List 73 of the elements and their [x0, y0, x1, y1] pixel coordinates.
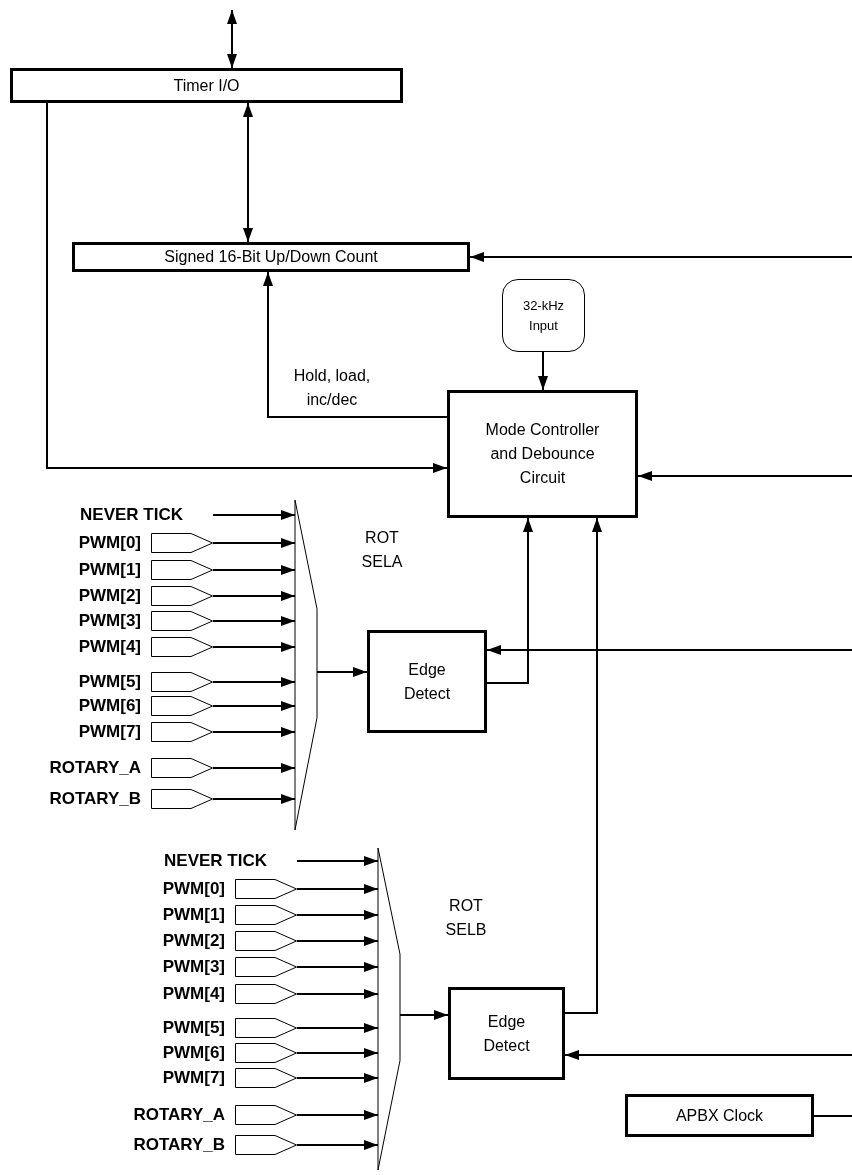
arrow	[637, 471, 852, 481]
arrow	[296, 1023, 379, 1033]
signal-label: PWM[6]	[162, 1042, 225, 1065]
box-label: Mode Controller and Debounce Circuit	[484, 420, 601, 488]
box-label: Edge Detect	[402, 659, 452, 704]
signal-label: PWM[3]	[78, 610, 141, 633]
block-box	[10, 68, 403, 103]
arrow	[296, 1140, 379, 1150]
box-label: Signed 16-Bit Up/Down Count	[164, 247, 378, 267]
box-label: Timer I/O	[173, 75, 240, 96]
arrow	[46, 102, 448, 473]
signal-label: PWM[6]	[78, 695, 141, 718]
arrow	[212, 565, 296, 575]
signal-label: PWM[1]	[162, 904, 225, 927]
arrow	[486, 517, 533, 684]
arrow	[227, 9, 237, 69]
signal-label: PWM[4]	[78, 636, 141, 659]
arrow	[212, 763, 296, 773]
arrow	[212, 677, 296, 687]
signal-label: PWM[2]	[162, 930, 225, 953]
block-box	[447, 390, 638, 518]
signal-label: ROTARY_A	[49, 757, 141, 780]
signal-label: PWM[0]	[162, 878, 225, 901]
block-box	[72, 242, 470, 272]
signal-name: ROT SELB	[444, 896, 488, 940]
signal-label: PWM[7]	[78, 721, 141, 744]
arrow	[564, 1050, 852, 1060]
arrow	[212, 510, 296, 520]
arrow	[212, 727, 296, 737]
signal-label: PWM[3]	[162, 956, 225, 979]
signal-name: ROT SELA	[360, 528, 404, 572]
signal-label: NEVER TICK	[164, 850, 267, 873]
arrow	[212, 616, 296, 626]
arrow	[296, 936, 379, 946]
arrow	[469, 252, 852, 262]
arrow	[212, 794, 296, 804]
signal-label: ROTARY_B	[133, 1134, 225, 1157]
arrow	[263, 271, 448, 418]
box-label: Edge Detect	[482, 1011, 531, 1056]
signal-label: PWM[5]	[162, 1017, 225, 1040]
signal-label: PWM[5]	[78, 671, 141, 694]
arrow	[564, 517, 602, 1014]
signal-label: NEVER TICK	[80, 504, 183, 527]
signal-label: PWM[1]	[78, 559, 141, 582]
arrow	[212, 591, 296, 601]
signal-label: ROTARY_B	[49, 788, 141, 811]
block-box	[367, 630, 487, 733]
arrow	[296, 910, 379, 920]
arrow	[296, 962, 379, 972]
arrow	[316, 667, 368, 677]
arrow	[296, 1073, 379, 1083]
block-box	[625, 1094, 814, 1137]
arrow	[296, 1110, 379, 1120]
block-box	[448, 987, 565, 1080]
signal-label: PWM[2]	[78, 585, 141, 608]
signal-label: ROTARY_A	[133, 1104, 225, 1127]
box-label: 32-kHz Input	[521, 296, 566, 335]
signal-label: PWM[4]	[162, 983, 225, 1006]
box-label: APBX Clock	[675, 1105, 764, 1126]
arrow	[212, 538, 296, 548]
arrow	[296, 1048, 379, 1058]
arrow	[538, 351, 548, 391]
arrow	[486, 645, 852, 655]
signal-label: PWM[7]	[162, 1067, 225, 1090]
arrow	[212, 701, 296, 711]
input-box	[502, 279, 585, 352]
arrow	[212, 642, 296, 652]
signal-label: PWM[0]	[78, 532, 141, 555]
arrow	[243, 102, 253, 243]
arrow	[296, 856, 379, 866]
arrow	[296, 989, 379, 999]
arrow	[296, 884, 379, 894]
arrow	[399, 1010, 449, 1020]
